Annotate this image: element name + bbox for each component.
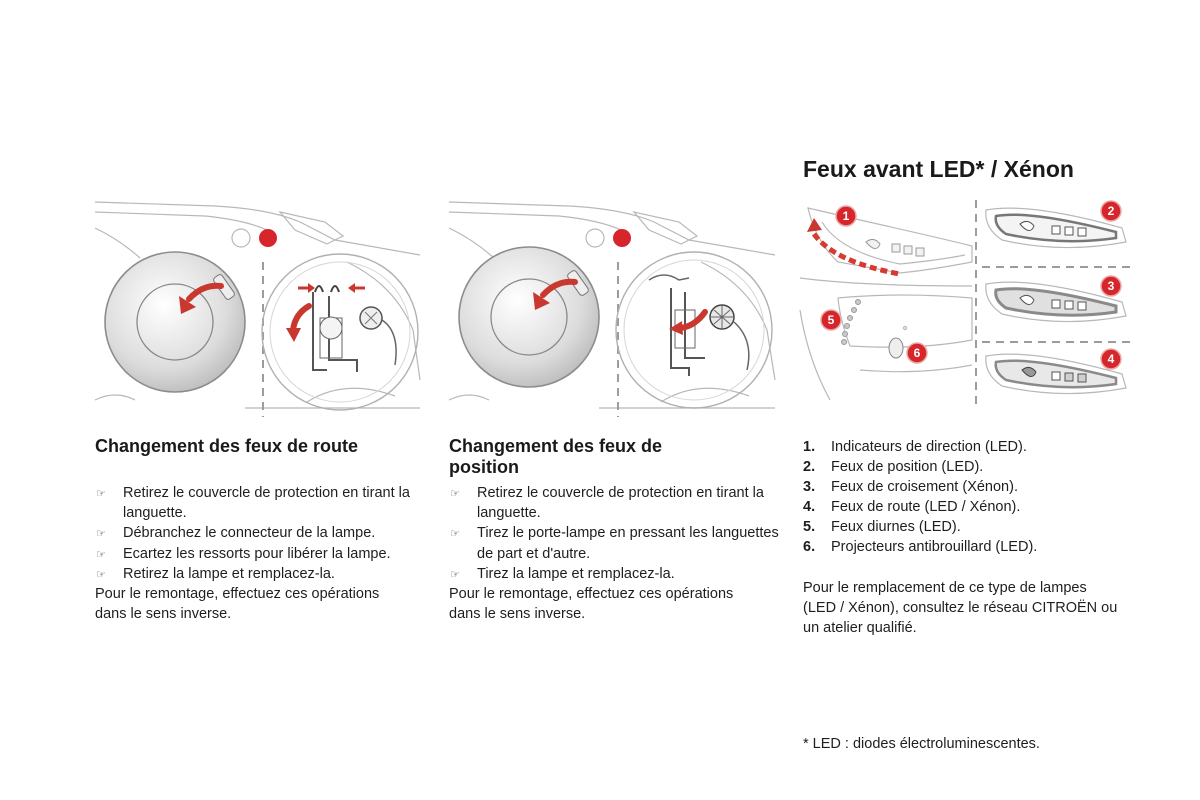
marker-1-label: 1 xyxy=(843,209,850,223)
car-body-outline xyxy=(94,201,421,409)
arrow-icon xyxy=(298,283,365,293)
pointing-hand-icon xyxy=(96,483,110,503)
marker-4: 4 xyxy=(1100,348,1122,370)
headlamp-elements xyxy=(865,238,925,257)
direction-indicator-arrows xyxy=(807,218,901,277)
step-text: Retirez le couvercle de protection en ti… xyxy=(477,485,764,522)
curved-arrow-icon xyxy=(533,278,578,310)
led-xenon-lights-illustration: 1 2 3 4 5 6 xyxy=(799,200,1130,410)
pointing-hand-icon xyxy=(96,544,110,564)
list-item: 5. Feux diurnes (LED). xyxy=(803,517,1133,537)
marker-3-label: 3 xyxy=(1108,279,1115,293)
lamp-bulb xyxy=(319,316,343,340)
list-item: Retirez la lampe et remplacez-la. xyxy=(95,564,425,584)
item-label: Indicateurs de direction (LED). xyxy=(831,439,1027,455)
curved-arrow-icon xyxy=(669,309,708,335)
fog-lamp xyxy=(888,337,904,359)
replacement-advice: Pour le remplacement de ce type de lampe… xyxy=(803,580,1118,637)
list-item: 3. Feux de croisement (Xénon). xyxy=(803,477,1133,497)
lamp-connector xyxy=(709,304,750,371)
mounting-point-marker xyxy=(259,229,277,247)
marker-5: 5 xyxy=(820,309,842,331)
item-label: Feux de route (LED / Xénon). xyxy=(831,499,1021,515)
item-number: 1. xyxy=(803,439,816,455)
list-item: 1. Indicateurs de direction (LED). xyxy=(803,437,1133,457)
curved-arrow-icon xyxy=(179,282,224,314)
footnote: * LED : diodes électroluminescentes. xyxy=(803,736,1040,752)
step-text: Tirez la lampe et remplacez-la. xyxy=(477,565,675,582)
curved-arrow-icon xyxy=(286,303,312,342)
list-item: 6. Projecteurs antibrouillard (LED). xyxy=(803,537,1133,557)
marker-5-label: 5 xyxy=(828,313,835,327)
pointing-hand-icon xyxy=(96,564,110,584)
step-text: Tirez le porte-lampe en pressant les lan… xyxy=(477,525,779,562)
reassembly-note: Pour le remontage, effectuez ces opérati… xyxy=(95,586,380,623)
marker-1: 1 xyxy=(835,205,857,227)
cover-tab xyxy=(567,270,589,296)
headlamp-cover xyxy=(458,246,600,388)
step-list: Retirez le couvercle de protection en ti… xyxy=(95,483,425,584)
section-heading-high-beam: Changement des feux de route xyxy=(95,436,359,456)
pointing-hand-icon xyxy=(450,564,464,584)
item-number: 6. xyxy=(803,539,816,555)
position-lamp-replacement-illustration xyxy=(448,201,776,417)
list-item: Retirez le couvercle de protection en ti… xyxy=(95,483,425,523)
car-body-outline xyxy=(448,201,776,409)
pointing-hand-icon xyxy=(450,523,464,543)
item-label: Feux diurnes (LED). xyxy=(831,519,961,535)
dipped-beam-panel xyxy=(985,281,1127,323)
list-item: 2. Feux de position (LED). xyxy=(803,457,1133,477)
item-label: Projecteurs antibrouillard (LED). xyxy=(831,539,1038,555)
section-body-high-beam: Retirez le couvercle de protection en ti… xyxy=(95,483,425,624)
list-item: 4. Feux de route (LED / Xénon). xyxy=(803,497,1133,517)
marker-2: 2 xyxy=(1100,200,1122,222)
high-beam-replacement-illustration xyxy=(94,201,421,417)
headlamp-cover xyxy=(104,251,246,393)
item-label: Feux de position (LED). xyxy=(831,459,984,475)
list-item: Tirez la lampe et remplacez-la. xyxy=(449,564,779,584)
reassembly-note: Pour le remontage, effectuez ces opérati… xyxy=(449,586,734,623)
list-item: Retirez le couvercle de protection en ti… xyxy=(449,483,779,523)
item-number: 5. xyxy=(803,519,816,535)
lamp-holder-detail xyxy=(615,251,773,409)
daytime-running-lights xyxy=(841,299,861,345)
section-heading-position-lamps: Changement des feux de position xyxy=(449,436,663,477)
step-text: Retirez le couvercle de protection en ti… xyxy=(123,485,410,522)
list-item: Ecartez les ressorts pour libérer la lam… xyxy=(95,544,425,564)
step-text: Retirez la lampe et remplacez-la. xyxy=(123,565,335,582)
marker-6-label: 6 xyxy=(914,346,921,360)
lamp-connector xyxy=(359,306,397,366)
marker-6: 6 xyxy=(906,342,928,364)
pointing-hand-icon xyxy=(96,523,110,543)
marker-4-label: 4 xyxy=(1108,352,1115,366)
item-number: 2. xyxy=(803,459,816,475)
cover-tab xyxy=(213,274,235,300)
step-text: Débranchez le connecteur de la lampe. xyxy=(123,525,376,542)
item-label: Feux de croisement (Xénon). xyxy=(831,479,1018,495)
bulb-detail xyxy=(261,253,419,411)
item-number: 3. xyxy=(803,479,816,495)
pointing-hand-icon xyxy=(450,483,464,503)
step-text: Ecartez les ressorts pour libérer la lam… xyxy=(123,545,391,562)
position-lights-panel xyxy=(985,207,1127,249)
section-body-position-lamps: Retirez le couvercle de protection en ti… xyxy=(449,483,779,624)
car-front-outline xyxy=(799,207,973,401)
main-beam-panel xyxy=(985,353,1127,395)
list-item: Débranchez le connecteur de la lampe. xyxy=(95,523,425,543)
led-xenon-legend: 1. Indicateurs de direction (LED). 2. Feux… xyxy=(803,437,1133,557)
page-title: Feux avant LED* / Xénon xyxy=(803,156,1074,182)
list-item: Tirez le porte-lampe en pressant les lan… xyxy=(449,523,779,563)
marker-3: 3 xyxy=(1100,275,1122,297)
item-number: 4. xyxy=(803,499,816,515)
marker-2-label: 2 xyxy=(1108,204,1115,218)
step-list: Retirez le couvercle de protection en ti… xyxy=(449,483,779,584)
mounting-point-marker xyxy=(613,229,631,247)
